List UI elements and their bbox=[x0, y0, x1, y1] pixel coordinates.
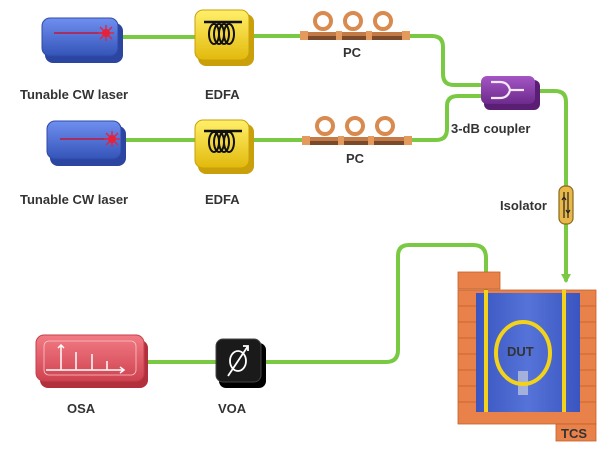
dut-label: DUT bbox=[507, 344, 534, 359]
coupler-label: 3-dB coupler bbox=[451, 121, 530, 136]
polarization-loops-icon bbox=[315, 116, 395, 136]
laser-starburst-icon bbox=[104, 131, 120, 147]
fiber-pc1-coupler bbox=[408, 34, 482, 87]
laser2-label: Tunable CW laser bbox=[20, 192, 128, 207]
temperature-control-system bbox=[457, 271, 597, 442]
input-arrow-icon bbox=[561, 274, 571, 283]
tcs-label: TCS bbox=[561, 426, 587, 441]
fiber-pc2-coupler bbox=[408, 94, 484, 142]
edfa1-label: EDFA bbox=[205, 87, 240, 102]
voa-label: VOA bbox=[218, 401, 247, 416]
tunable-cw-laser-2 bbox=[46, 120, 126, 166]
brick-lines bbox=[458, 305, 596, 403]
laser-starburst-icon bbox=[98, 25, 114, 41]
fiber-tcs-voa bbox=[260, 243, 488, 364]
isolator-label: Isolator bbox=[500, 198, 547, 213]
polarization-controller-1 bbox=[300, 11, 410, 40]
fibers bbox=[120, 34, 568, 364]
osa-label: OSA bbox=[67, 401, 96, 416]
polarization-controller-2 bbox=[302, 116, 412, 145]
edfa-1 bbox=[194, 9, 254, 66]
pc2-label: PC bbox=[346, 151, 365, 166]
fiber-coil-icon bbox=[204, 129, 242, 153]
laser1-label: Tunable CW laser bbox=[20, 87, 128, 102]
pc1-label: PC bbox=[343, 45, 362, 60]
fiber-coil-icon bbox=[204, 20, 242, 45]
fiber-coupler-isolator bbox=[536, 89, 568, 188]
isolator bbox=[558, 185, 574, 225]
voa bbox=[215, 338, 266, 388]
edfa-2 bbox=[194, 119, 254, 174]
dut-ring bbox=[494, 320, 552, 386]
tunable-cw-laser-1 bbox=[41, 17, 123, 63]
osa bbox=[35, 334, 148, 388]
3db-coupler bbox=[481, 76, 540, 110]
attenuator-phi-icon bbox=[227, 345, 249, 377]
edfa2-label: EDFA bbox=[205, 192, 240, 207]
spectrum-icon bbox=[46, 343, 126, 374]
polarization-loops-icon bbox=[313, 11, 393, 31]
y-splitter-icon bbox=[491, 80, 524, 100]
isolator-arrows-icon bbox=[561, 192, 571, 218]
